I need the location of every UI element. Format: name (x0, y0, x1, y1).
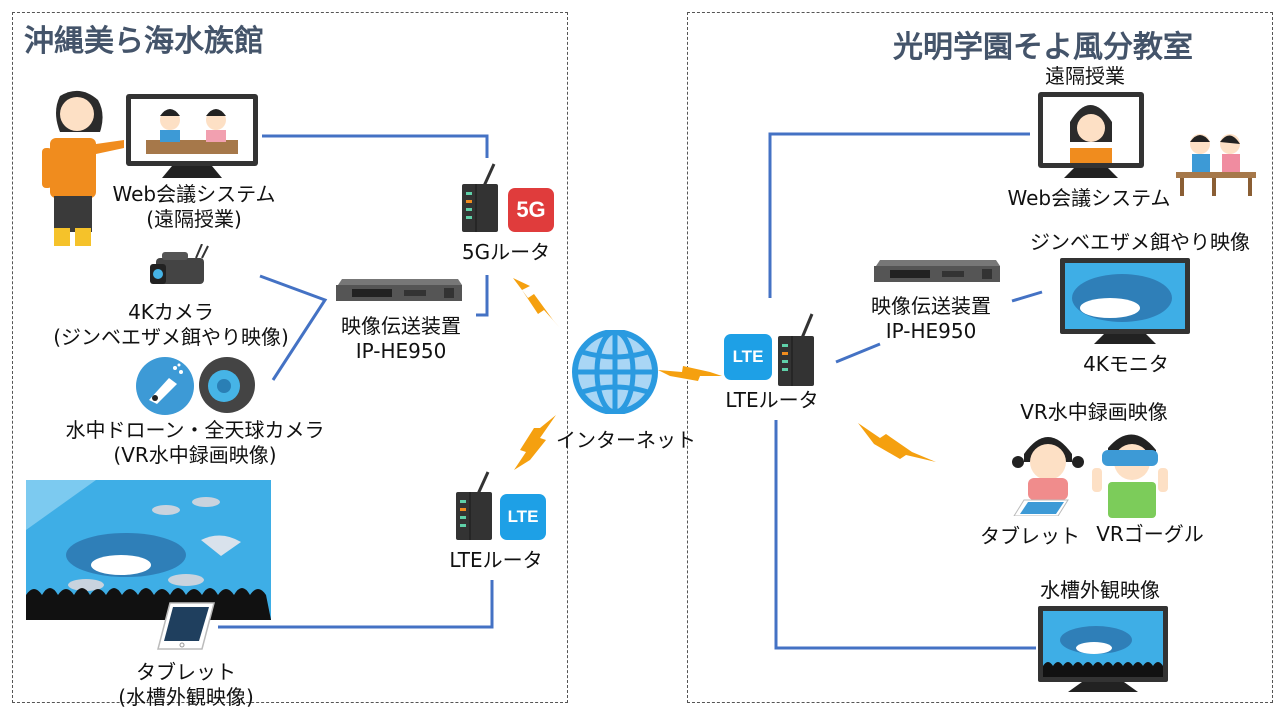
aquarium-tank-illustration-icon (26, 480, 271, 620)
360-camera-icon (199, 357, 255, 413)
right-web-conference-monitor-icon (1038, 92, 1144, 178)
underwater-drone-icon (136, 357, 194, 415)
left-lte-badge: LTE (500, 494, 546, 540)
right-lte-router-icon (778, 313, 814, 386)
monitor-4k-caption: ジンベエザメ餌やり映像 (1030, 230, 1250, 254)
vr-caption: VR水中録画映像 (1020, 400, 1168, 424)
monitor-4k-label: 4Kモニタ (1083, 352, 1169, 376)
wire-decoder-monitor (1011, 290, 1043, 303)
lightning-vr-icon (858, 423, 936, 462)
tablet-icon (157, 602, 215, 650)
boy-with-vr-goggles-icon (1092, 434, 1168, 518)
wire-5g-encoder (476, 275, 489, 317)
right-site-box (687, 12, 1273, 703)
left-site-title: 沖縄美ら海水族館 (24, 24, 264, 59)
lightning-lte-left-icon (514, 415, 556, 470)
wire-tablet-lte (218, 580, 494, 629)
tank-view-monitor-icon (1038, 606, 1168, 692)
lightning-5g-icon (513, 278, 560, 328)
left-site-box (12, 12, 568, 703)
right-site-title: 光明学園そよ風分教室 (893, 30, 1193, 65)
internet-label: インターネット (556, 428, 696, 452)
drone-camera-label: 水中ドローン・全天球カメラ (VR水中録画映像) (65, 418, 325, 467)
teacher-illustration-icon (42, 90, 124, 246)
encoder-device-icon (336, 279, 462, 301)
internet-globe-icon (572, 330, 658, 414)
lightning-right-icon (658, 366, 722, 381)
wire-router-webconf (768, 132, 1030, 298)
right-decoder-label: 映像伝送装置 IP-HE950 (871, 294, 991, 343)
web-conference-monitor-icon (126, 94, 258, 178)
students-at-desk-icon (1176, 134, 1256, 196)
5g-router-label: 5Gルータ (461, 240, 551, 264)
5g-router-icon (462, 163, 498, 232)
left-webconf-label: Web会議システム (遠隔授業) (112, 182, 276, 231)
right-webconf-caption: 遠隔授業 (1045, 64, 1125, 88)
right-lte-badge: LTE (724, 334, 772, 380)
left-tablet-label: タブレット (水槽外観映像) (118, 660, 254, 709)
vr-tablet-label: タブレット (980, 524, 1080, 548)
wire-router-decoder (835, 342, 881, 364)
tank-view-caption: 水槽外観映像 (1040, 578, 1160, 602)
wire-webconf-5g (262, 134, 489, 158)
decoder-device-icon (874, 260, 1000, 282)
4k-camera-icon (150, 244, 209, 284)
wire-cameras-encoder (259, 274, 328, 381)
left-encoder-label: 映像伝送装置 IP-HE950 (341, 314, 461, 363)
vr-goggle-label: VRゴーグル (1096, 522, 1204, 546)
wire-router-tankview (774, 420, 1036, 650)
right-lte-router-label: LTEルータ (725, 388, 819, 412)
camera-4k-label: 4Kカメラ (ジンベエザメ餌やり映像) (53, 300, 289, 349)
right-webconf-label: Web会議システム (1007, 186, 1171, 210)
left-lte-router-icon (456, 471, 492, 540)
left-lte-router-label: LTEルータ (449, 548, 543, 572)
4k-monitor-icon (1060, 258, 1190, 344)
5g-badge: 5G (508, 188, 554, 232)
girl-with-tablet-icon (1012, 437, 1084, 516)
